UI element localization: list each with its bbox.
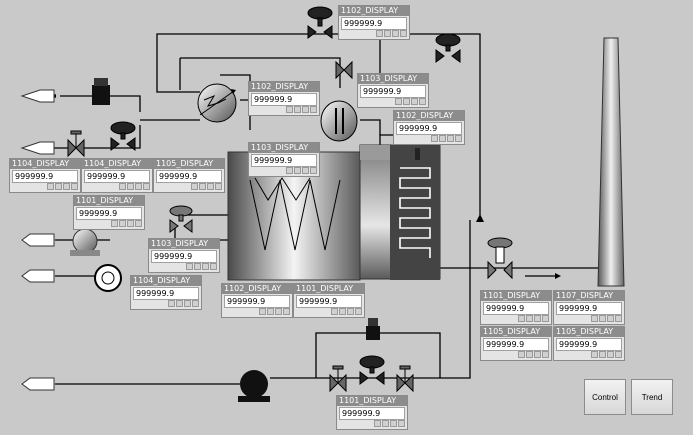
display-value: 999999.9 — [156, 170, 222, 183]
display-value: 999999.9 — [12, 170, 78, 183]
display-status-boxes — [251, 167, 317, 175]
display-value: 999999.9 — [483, 302, 549, 315]
display-value: 999999.9 — [556, 302, 622, 315]
display-status-boxes — [133, 300, 199, 308]
display-status-boxes — [339, 420, 405, 428]
display-status-boxes — [483, 315, 549, 323]
inlet-arrows — [20, 89, 55, 391]
display-status-boxes — [76, 220, 142, 228]
trend-button[interactable]: Trend — [631, 379, 673, 415]
display-value: 999999.9 — [151, 250, 217, 263]
display-tag: 1103_DISPLAY — [358, 74, 428, 84]
display-status-boxes — [360, 98, 426, 106]
display-value: 999999.9 — [339, 407, 405, 420]
display-tag: 1104_DISPLAY — [131, 276, 201, 286]
display-value: 999999.9 — [341, 17, 407, 30]
display-value: 999999.9 — [133, 287, 199, 300]
display-value: 999999.9 — [396, 122, 462, 135]
display-status-boxes — [483, 351, 549, 359]
display-status-boxes — [396, 135, 462, 143]
display-status-boxes — [251, 106, 317, 114]
display-tag: 1102_DISPLAY — [249, 82, 319, 92]
display-value: 999999.9 — [251, 93, 317, 106]
display-tag: 1105_DISPLAY — [481, 327, 551, 337]
display-status-boxes — [151, 263, 217, 271]
display-status-boxes — [224, 308, 290, 316]
display-tag: 1102_DISPLAY — [394, 111, 464, 121]
display-status-boxes — [341, 30, 407, 38]
display-tag: 1101_DISPLAY — [481, 291, 551, 301]
display-value: 999999.9 — [251, 154, 317, 167]
display-tag: 1101_DISPLAY — [337, 396, 407, 406]
display-status-boxes — [84, 183, 150, 191]
display-tag: 1103_DISPLAY — [249, 143, 319, 153]
display-tag: 1107_DISPLAY — [554, 291, 624, 301]
display-tag: 1101_DISPLAY — [74, 196, 144, 206]
display-tag: 1104_DISPLAY — [82, 159, 152, 169]
display-value: 999999.9 — [360, 85, 426, 98]
display-tag: 1103_DISPLAY — [149, 239, 219, 249]
display-status-boxes — [156, 183, 222, 191]
display-tag: 1105_DISPLAY — [554, 327, 624, 337]
display-tag: 1102_DISPLAY — [339, 6, 409, 16]
display-status-boxes — [296, 308, 362, 316]
display-tag: 1101_DISPLAY — [294, 284, 364, 294]
display-value: 999999.9 — [76, 207, 142, 220]
display-value: 999999.9 — [556, 338, 622, 351]
display-value: 999999.9 — [224, 295, 290, 308]
display-status-boxes — [12, 183, 78, 191]
display-value: 999999.9 — [483, 338, 549, 351]
display-value: 999999.9 — [84, 170, 150, 183]
display-status-boxes — [556, 315, 622, 323]
display-tag: 1105_DISPLAY — [154, 159, 224, 169]
display-tag: 1102_DISPLAY — [222, 284, 292, 294]
display-status-boxes — [556, 351, 622, 359]
display-value: 999999.9 — [296, 295, 362, 308]
display-tag: 1104_DISPLAY — [10, 159, 80, 169]
control-button[interactable]: Control — [584, 379, 626, 415]
